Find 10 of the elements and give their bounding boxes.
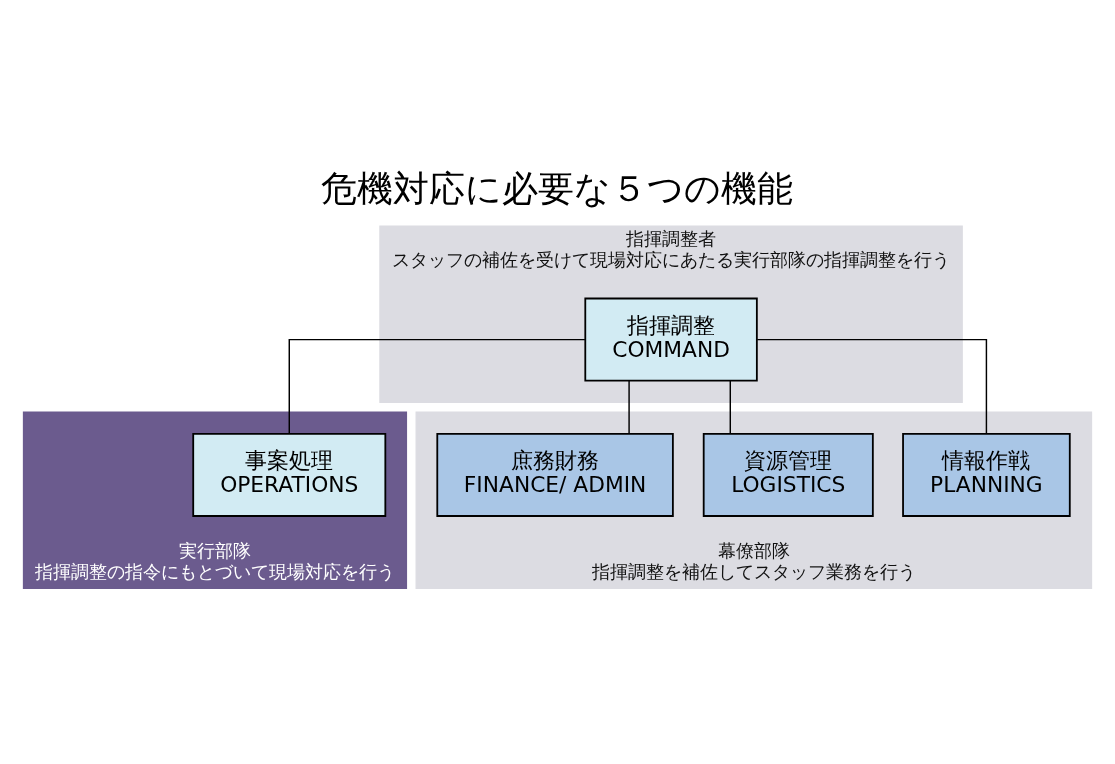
connector [729, 379, 731, 435]
node-box: 指揮調整 COMMAND [584, 297, 758, 382]
node-box: 事案処理 OPERATIONS [192, 432, 387, 517]
node-box: 情報作戦 PLANNING [902, 432, 1071, 517]
connector [628, 379, 630, 435]
connector [756, 338, 988, 434]
diagram-title: 危機対応に必要な５つの機能 [321, 166, 794, 210]
node-box: 資源管理 LOGISTICS [702, 432, 874, 517]
connector [288, 338, 586, 434]
node-box: 庶務財務 FINANCE/ ADMIN [436, 432, 674, 517]
